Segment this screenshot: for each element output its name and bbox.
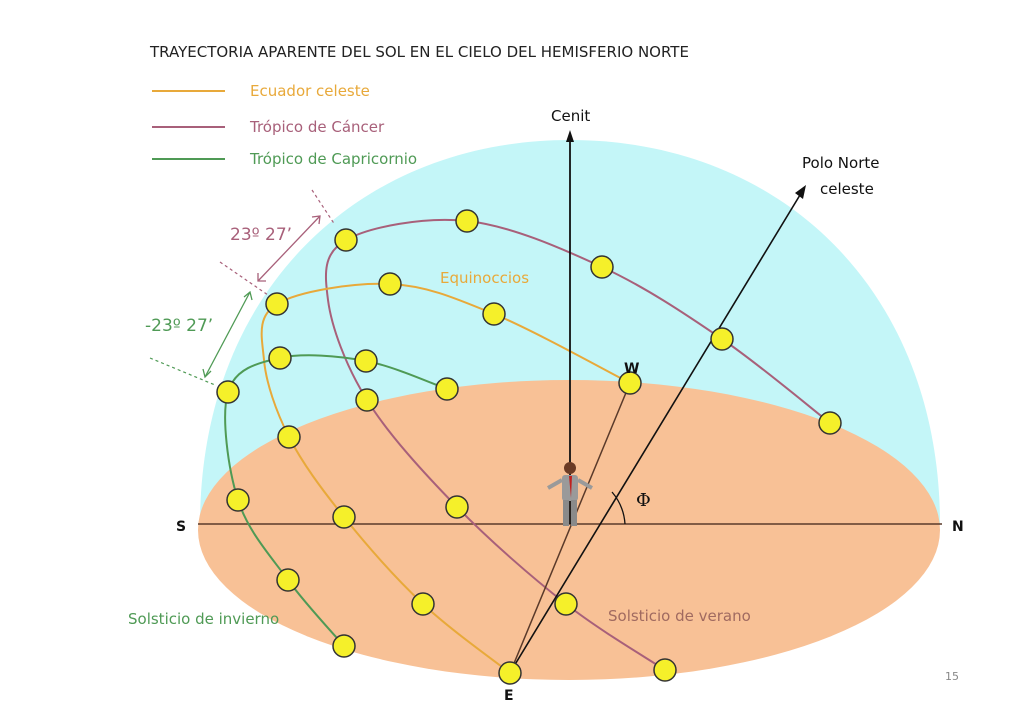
sun-icon [332,505,356,529]
east-label: E [504,688,514,704]
celestial-pole-arrowhead [795,185,806,199]
summer-solstice-label: Solsticio de verano [608,607,751,625]
sun-icon [216,380,240,404]
angle-positive-label: 23º 27’ [230,225,292,245]
page-number: 15 [945,670,959,683]
sun-icon [334,228,358,252]
sun-icon [332,634,356,658]
pole-label-1: Polo Norte [802,154,879,172]
celestial-pole-axis [507,194,801,677]
diagram-title: TRAYECTORIA APARENTE DEL SOL EN EL CIELO… [149,43,689,61]
sun-icon [482,302,506,326]
legend-label-cancer: Trópico de Cáncer [249,118,385,136]
observer-figure [547,462,593,526]
sun-icon [265,292,289,316]
sun-icon [268,346,292,370]
sun-icon [618,371,642,395]
angle-negative-label: -23º 27’ [145,316,213,336]
sun-icon [378,272,402,296]
sun-icon [355,388,379,412]
pole-label-2: celeste [820,180,874,198]
sun-icon [277,425,301,449]
east-west-line [509,382,631,674]
sun-icon [498,661,522,685]
west-label: W [624,361,639,377]
sun-icon [354,349,378,373]
south-label: S [176,519,186,535]
legend-label-capricorn: Trópico de Capricornio [249,150,417,168]
winter-solstice-label: Solsticio de invierno [128,610,279,628]
sun-icon [226,488,250,512]
sun-icon [411,592,435,616]
tropic-of-cancer-path [324,218,831,671]
latitude-angle-arc [611,491,626,525]
equinox-label: Equinoccios [440,269,529,287]
sun-icon [590,255,614,279]
sun-icon [455,209,479,233]
zenith-arrowhead [566,130,574,142]
zenith-label: Cenit [551,107,590,125]
sun-icon [554,592,578,616]
north-label: N [952,519,964,535]
sun-icon [710,327,734,351]
declination-arrows [202,215,321,379]
legend-label-equator: Ecuador celeste [250,82,370,100]
latitude-symbol: Φ [636,490,651,511]
sun-icon [818,411,842,435]
sun-icon [276,568,300,592]
declination-markers [149,189,336,386]
sun-icon [435,377,459,401]
sun-icon [445,495,469,519]
sun-icon [653,658,677,682]
